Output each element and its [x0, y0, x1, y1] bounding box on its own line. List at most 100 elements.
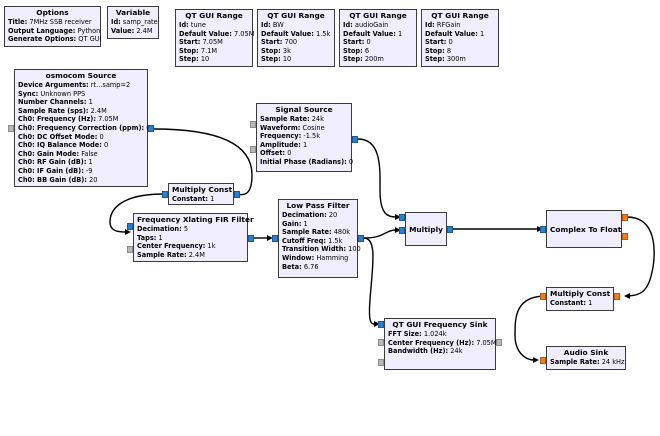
param-value: False	[79, 149, 98, 158]
param-value: 24k	[448, 347, 463, 356]
param-label: Output Language:	[8, 26, 76, 35]
param-label: Constant:	[172, 195, 209, 203]
block-param-row: Sync: Unknown PPS	[18, 90, 144, 99]
block-param-row: Sample Rate: 24k	[260, 115, 348, 124]
param-label: Sample Rate:	[137, 250, 187, 259]
output-port[interactable]	[447, 226, 453, 233]
input-port[interactable]	[8, 125, 14, 132]
param-value: Unknown PPS	[38, 89, 86, 98]
block-param-row: Start: 7.05M	[179, 38, 249, 47]
param-value: QT GUI	[76, 35, 102, 44]
param-label: Taps:	[137, 233, 157, 242]
param-value: 1	[477, 29, 485, 38]
output-port[interactable]	[352, 136, 358, 143]
input-port[interactable]	[127, 223, 133, 230]
output-port[interactable]	[614, 293, 620, 300]
block-param-row: Cutoff Freq: 1.5k	[282, 237, 354, 246]
param-label: Start:	[343, 38, 365, 47]
input-port[interactable]	[378, 359, 384, 366]
block-param-row: Ch0: RF Gain (dB): 1	[18, 158, 144, 167]
block-title: Multiply	[409, 225, 443, 234]
param-label: Ch0: DC Offset Mode:	[18, 132, 98, 141]
input-port[interactable]	[540, 357, 546, 364]
block-title: Options	[36, 8, 69, 17]
input-port[interactable]	[127, 246, 133, 253]
block-param-row: Ch0: DC Offset Mode: 0	[18, 133, 144, 142]
param-label: Step:	[343, 55, 363, 64]
input-port[interactable]	[250, 146, 256, 153]
block-param-row: Ch0: IQ Balance Mode: 0	[18, 141, 144, 150]
input-port[interactable]	[540, 226, 546, 233]
output-port[interactable]	[622, 233, 628, 240]
param-value: 0	[446, 38, 453, 47]
param-value: 7.05M	[474, 338, 497, 347]
input-port[interactable]	[399, 227, 405, 234]
output-port[interactable]	[148, 125, 154, 132]
output-port[interactable]	[234, 191, 240, 198]
block-param-row: Constant: 1	[172, 195, 230, 204]
param-label: Start:	[179, 38, 201, 47]
block-param-row: Generate Options: QT GUI	[8, 35, 102, 44]
input-port[interactable]	[162, 191, 168, 198]
input-port[interactable]	[378, 339, 384, 346]
output-port[interactable]	[622, 214, 628, 221]
wire-lpf-to-multiply	[363, 229, 397, 239]
input-port[interactable]	[378, 321, 384, 328]
param-value: 200m	[362, 55, 384, 64]
param-value: 1k	[205, 242, 216, 251]
output-port[interactable]	[496, 339, 502, 346]
param-label: Default Value:	[179, 29, 232, 38]
output-port[interactable]	[248, 235, 254, 242]
input-port[interactable]	[399, 214, 405, 221]
input-port[interactable]	[540, 293, 546, 300]
block-param-row: Amplitude: 1	[260, 141, 348, 150]
block-param-row: Number Channels: 1	[18, 98, 144, 107]
param-label: Id:	[179, 21, 189, 29]
param-label: Generate Options:	[8, 35, 77, 44]
block-multiply[interactable]: Multiply	[405, 212, 447, 246]
block-param-row: Sample Rate: 480k	[282, 228, 354, 237]
block-param-row: Ch0: IF Gain (dB): -9	[18, 167, 144, 176]
block-title: Variable	[115, 8, 151, 17]
param-label: Center Frequency (Hz):	[388, 338, 475, 347]
wire-c2f-to-multiply-const	[625, 216, 655, 297]
input-port[interactable]	[250, 121, 256, 128]
block-c2f[interactable]: Complex To Float	[546, 210, 622, 248]
param-value: 7.05M	[200, 38, 223, 47]
input-port[interactable]	[272, 235, 278, 242]
param-value: 8	[444, 46, 452, 55]
wire-multiply-const-to-audio-sink	[514, 295, 547, 361]
param-value: 20	[86, 175, 98, 184]
block-param-row: Constant: 1	[550, 299, 610, 308]
block-param-row: Ch0: Gain Mode: False	[18, 150, 144, 159]
block-param-row: Gain: 1	[282, 220, 354, 229]
block-title: Low Pass Filter	[286, 201, 350, 210]
param-value: 0	[97, 132, 104, 141]
param-value: 1	[301, 219, 308, 228]
output-port[interactable]	[358, 235, 364, 242]
param-label: Cutoff Freq:	[282, 236, 327, 245]
param-value: 1.5k	[313, 29, 331, 38]
param-label: Gain:	[282, 219, 302, 228]
param-label: Sync:	[18, 89, 39, 98]
param-label: Constant:	[550, 299, 587, 307]
param-value: BW	[270, 21, 284, 29]
param-label: Ch0: Gain Mode:	[18, 149, 80, 158]
block-param-row: Sample Rate: 24 kHz	[550, 358, 624, 367]
block-param-row: Title: 7MHz SSB receiver	[8, 18, 97, 27]
